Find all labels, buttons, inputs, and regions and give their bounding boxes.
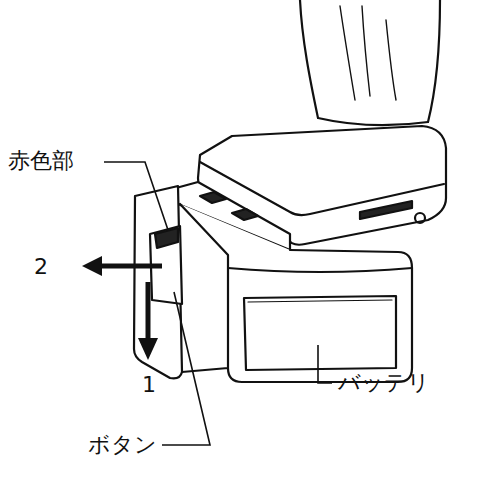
- leader-line: [318, 345, 332, 383]
- battery-body: [180, 204, 412, 382]
- battery-panel: [244, 296, 396, 370]
- arrow-shaft: [100, 264, 162, 269]
- handle-base: [318, 118, 428, 125]
- arrow-head: [138, 338, 158, 360]
- arrow-shaft: [146, 282, 151, 340]
- handle-outline: [300, 0, 318, 118]
- leader-line: [104, 162, 168, 230]
- grip-rib: [362, 6, 370, 96]
- leader-line: [162, 292, 210, 445]
- panel-shadow: [248, 300, 392, 302]
- battery-ridge: [228, 268, 412, 272]
- handle-outline: [428, 0, 440, 122]
- grip-rib: [386, 20, 396, 100]
- leader-lines: [104, 162, 332, 445]
- part-label: 赤色部: [8, 148, 74, 173]
- callout-number: 2: [34, 254, 48, 279]
- latch-housing: [134, 186, 182, 378]
- line-art: [134, 0, 446, 382]
- grip-rib: [340, 6, 355, 100]
- part-label: バッテリ: [338, 370, 430, 395]
- rail-slot: [232, 209, 258, 220]
- callout-number: 1: [142, 372, 156, 397]
- screw: [415, 213, 425, 223]
- arrow-head: [82, 256, 102, 276]
- motion-arrows: [82, 256, 162, 360]
- rail-slot: [200, 192, 226, 203]
- red-indicator: [155, 228, 178, 248]
- part-label: ボタン: [88, 432, 157, 457]
- foot-slot: [360, 201, 412, 219]
